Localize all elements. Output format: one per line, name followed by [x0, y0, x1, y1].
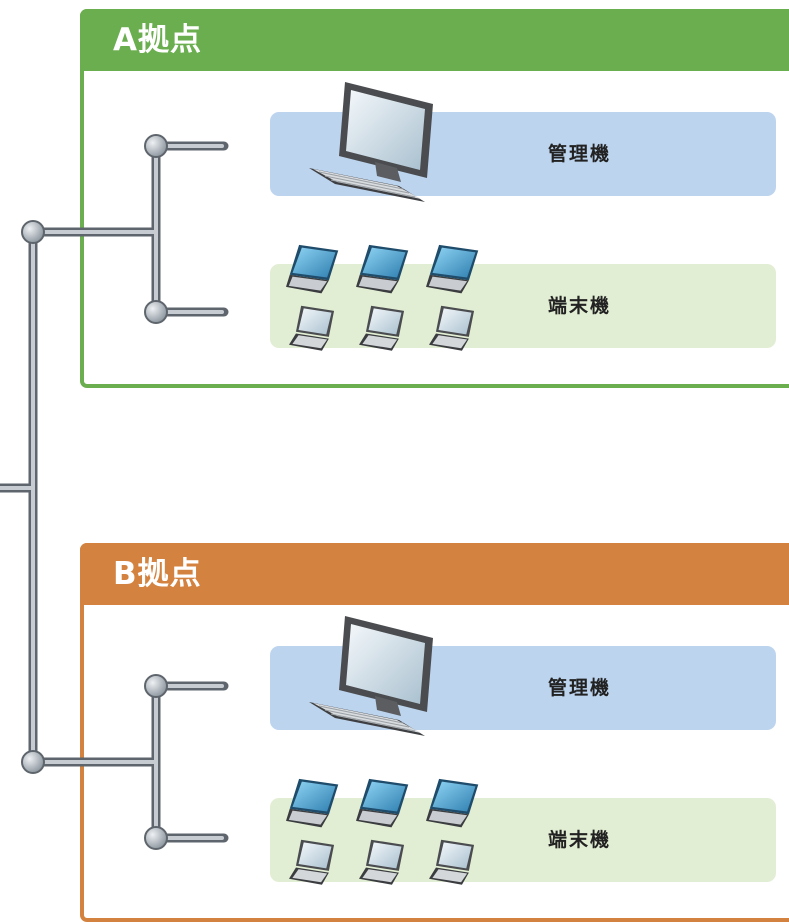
network-node-icon — [21, 220, 45, 244]
network-node-icon — [21, 750, 45, 774]
site-b-terminal-label: 端末機 — [548, 829, 612, 851]
network-node-icon — [144, 826, 168, 850]
network-node-icon — [144, 300, 168, 324]
site-a-header: A拠点 — [80, 9, 789, 71]
site-b-admin-label: 管理機 — [548, 677, 612, 699]
site-b-terminal-band: 端末機 — [270, 798, 776, 882]
site-b-header: B拠点 — [80, 543, 789, 605]
site-a-terminal-label: 端末機 — [548, 295, 612, 317]
site-a-admin-label: 管理機 — [548, 143, 612, 165]
network-node-icon — [144, 134, 168, 158]
network-node-icon — [144, 674, 168, 698]
site-a-terminal-band: 端末機 — [270, 264, 776, 348]
